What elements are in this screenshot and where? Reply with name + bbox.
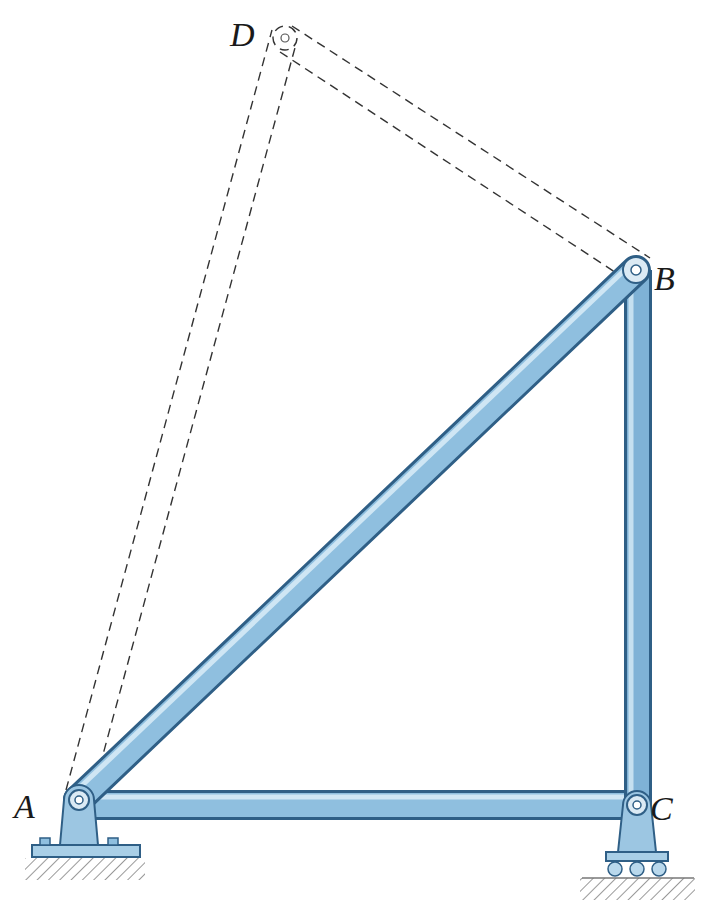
member-bc bbox=[631, 270, 638, 805]
pin-support bbox=[32, 785, 140, 857]
pin bbox=[631, 265, 641, 275]
joint-label: A bbox=[14, 790, 35, 824]
pin bbox=[623, 257, 649, 283]
member-ab bbox=[73, 264, 636, 800]
joint-label: B bbox=[654, 262, 675, 296]
joint-label: D bbox=[230, 18, 255, 52]
member-ac bbox=[78, 797, 636, 805]
pin bbox=[281, 34, 289, 42]
joint-label: C bbox=[650, 792, 673, 826]
ground bbox=[25, 858, 145, 880]
ground-line bbox=[582, 877, 694, 879]
dashed-member bbox=[66, 26, 650, 795]
ground bbox=[580, 878, 695, 900]
